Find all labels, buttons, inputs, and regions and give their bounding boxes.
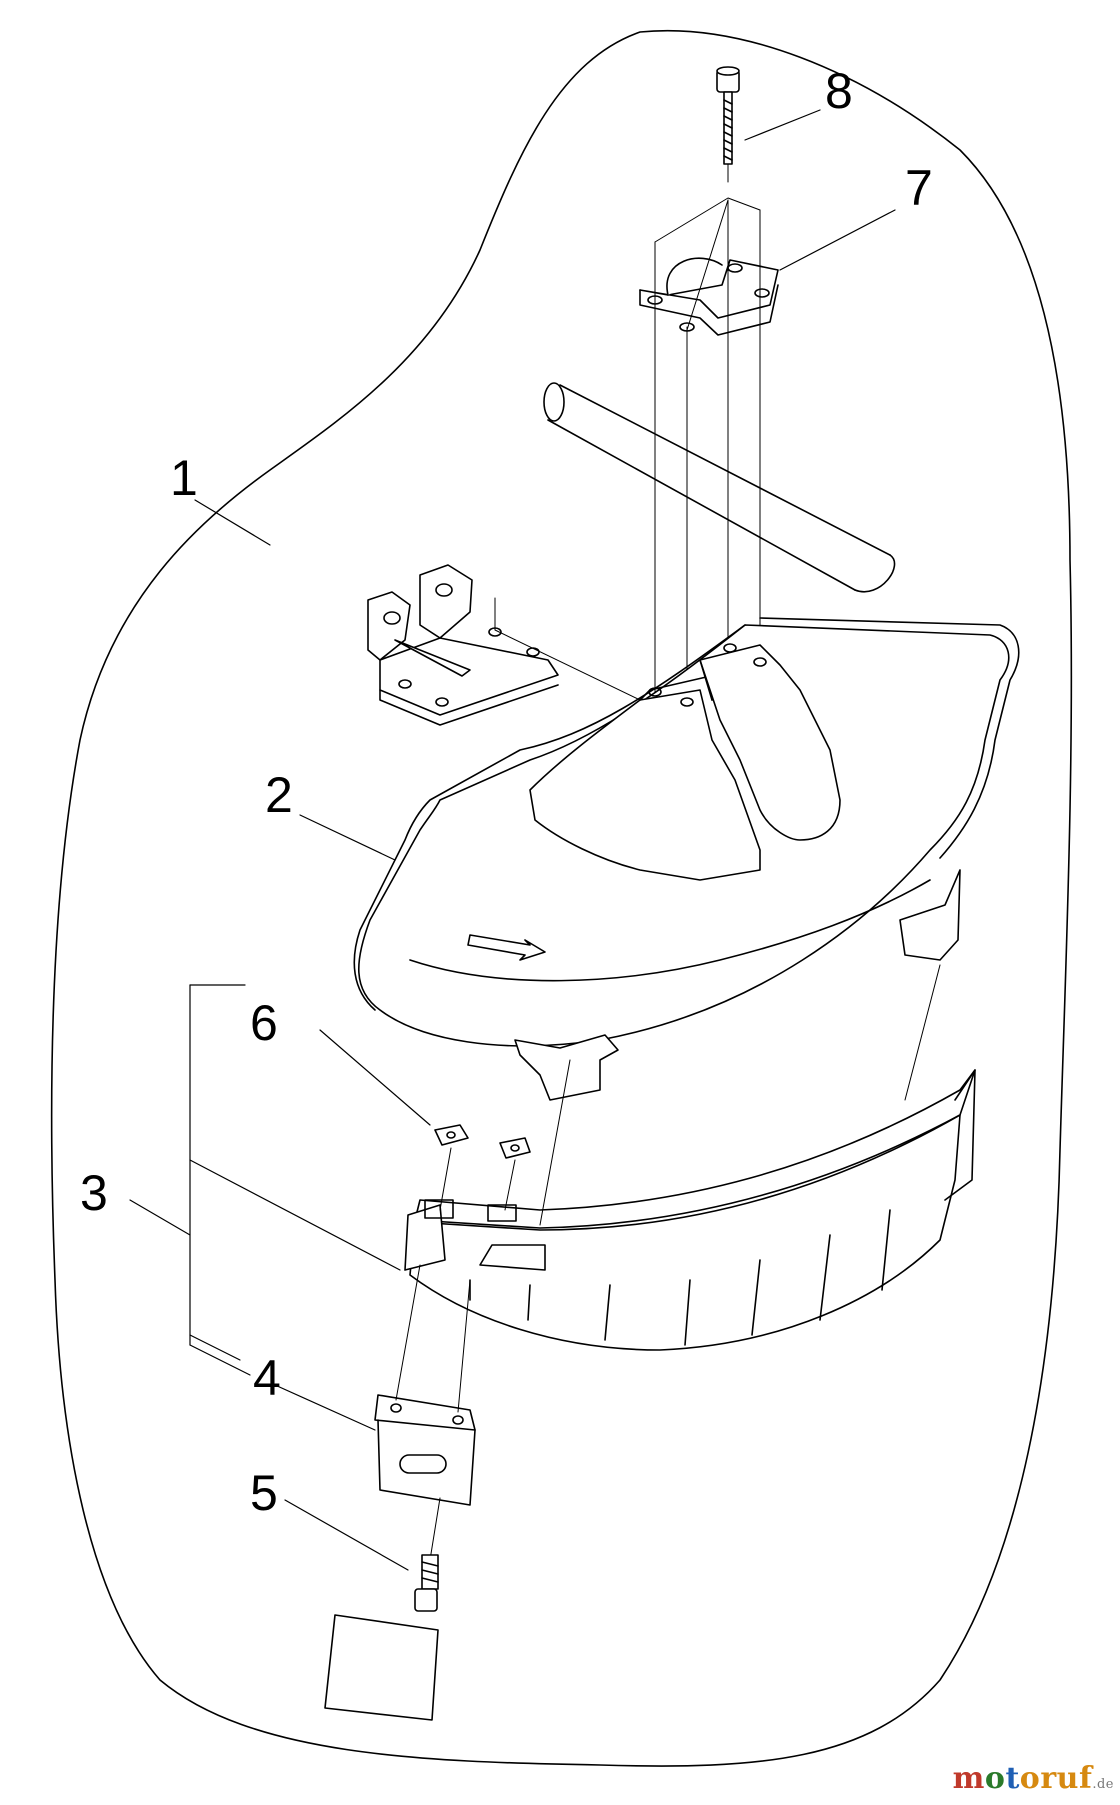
- watermark-logo: motoruf.de: [953, 1761, 1114, 1796]
- callout-2: 2: [265, 767, 293, 823]
- deflector-shield-part-2: [353, 617, 1020, 1101]
- callout-7: 7: [905, 160, 933, 216]
- watermark-text: motoruf: [952, 1761, 1093, 1796]
- callout-1: 1: [170, 450, 198, 506]
- clamp-part-7: [639, 257, 779, 336]
- label-sticker: [324, 1614, 439, 1721]
- screw-part-8: [716, 66, 740, 183]
- assembly-outline: [50, 29, 1073, 1767]
- callout-4: 4: [253, 1350, 281, 1406]
- screw-part-5: [414, 1554, 439, 1612]
- callout-6: 6: [250, 995, 278, 1051]
- callout-3: 3: [80, 1165, 108, 1221]
- handle-tube: [543, 382, 896, 593]
- guard-skirt-part-3: [404, 1069, 976, 1351]
- callout-5: 5: [250, 1465, 278, 1521]
- nuts-part-6: [434, 964, 941, 1226]
- callout-8: 8: [825, 63, 853, 119]
- plate-part-4: [374, 1264, 476, 1561]
- watermark-suffix: .de: [1092, 1777, 1114, 1792]
- leader-lines: [129, 109, 896, 1571]
- mounting-bracket: [367, 564, 559, 726]
